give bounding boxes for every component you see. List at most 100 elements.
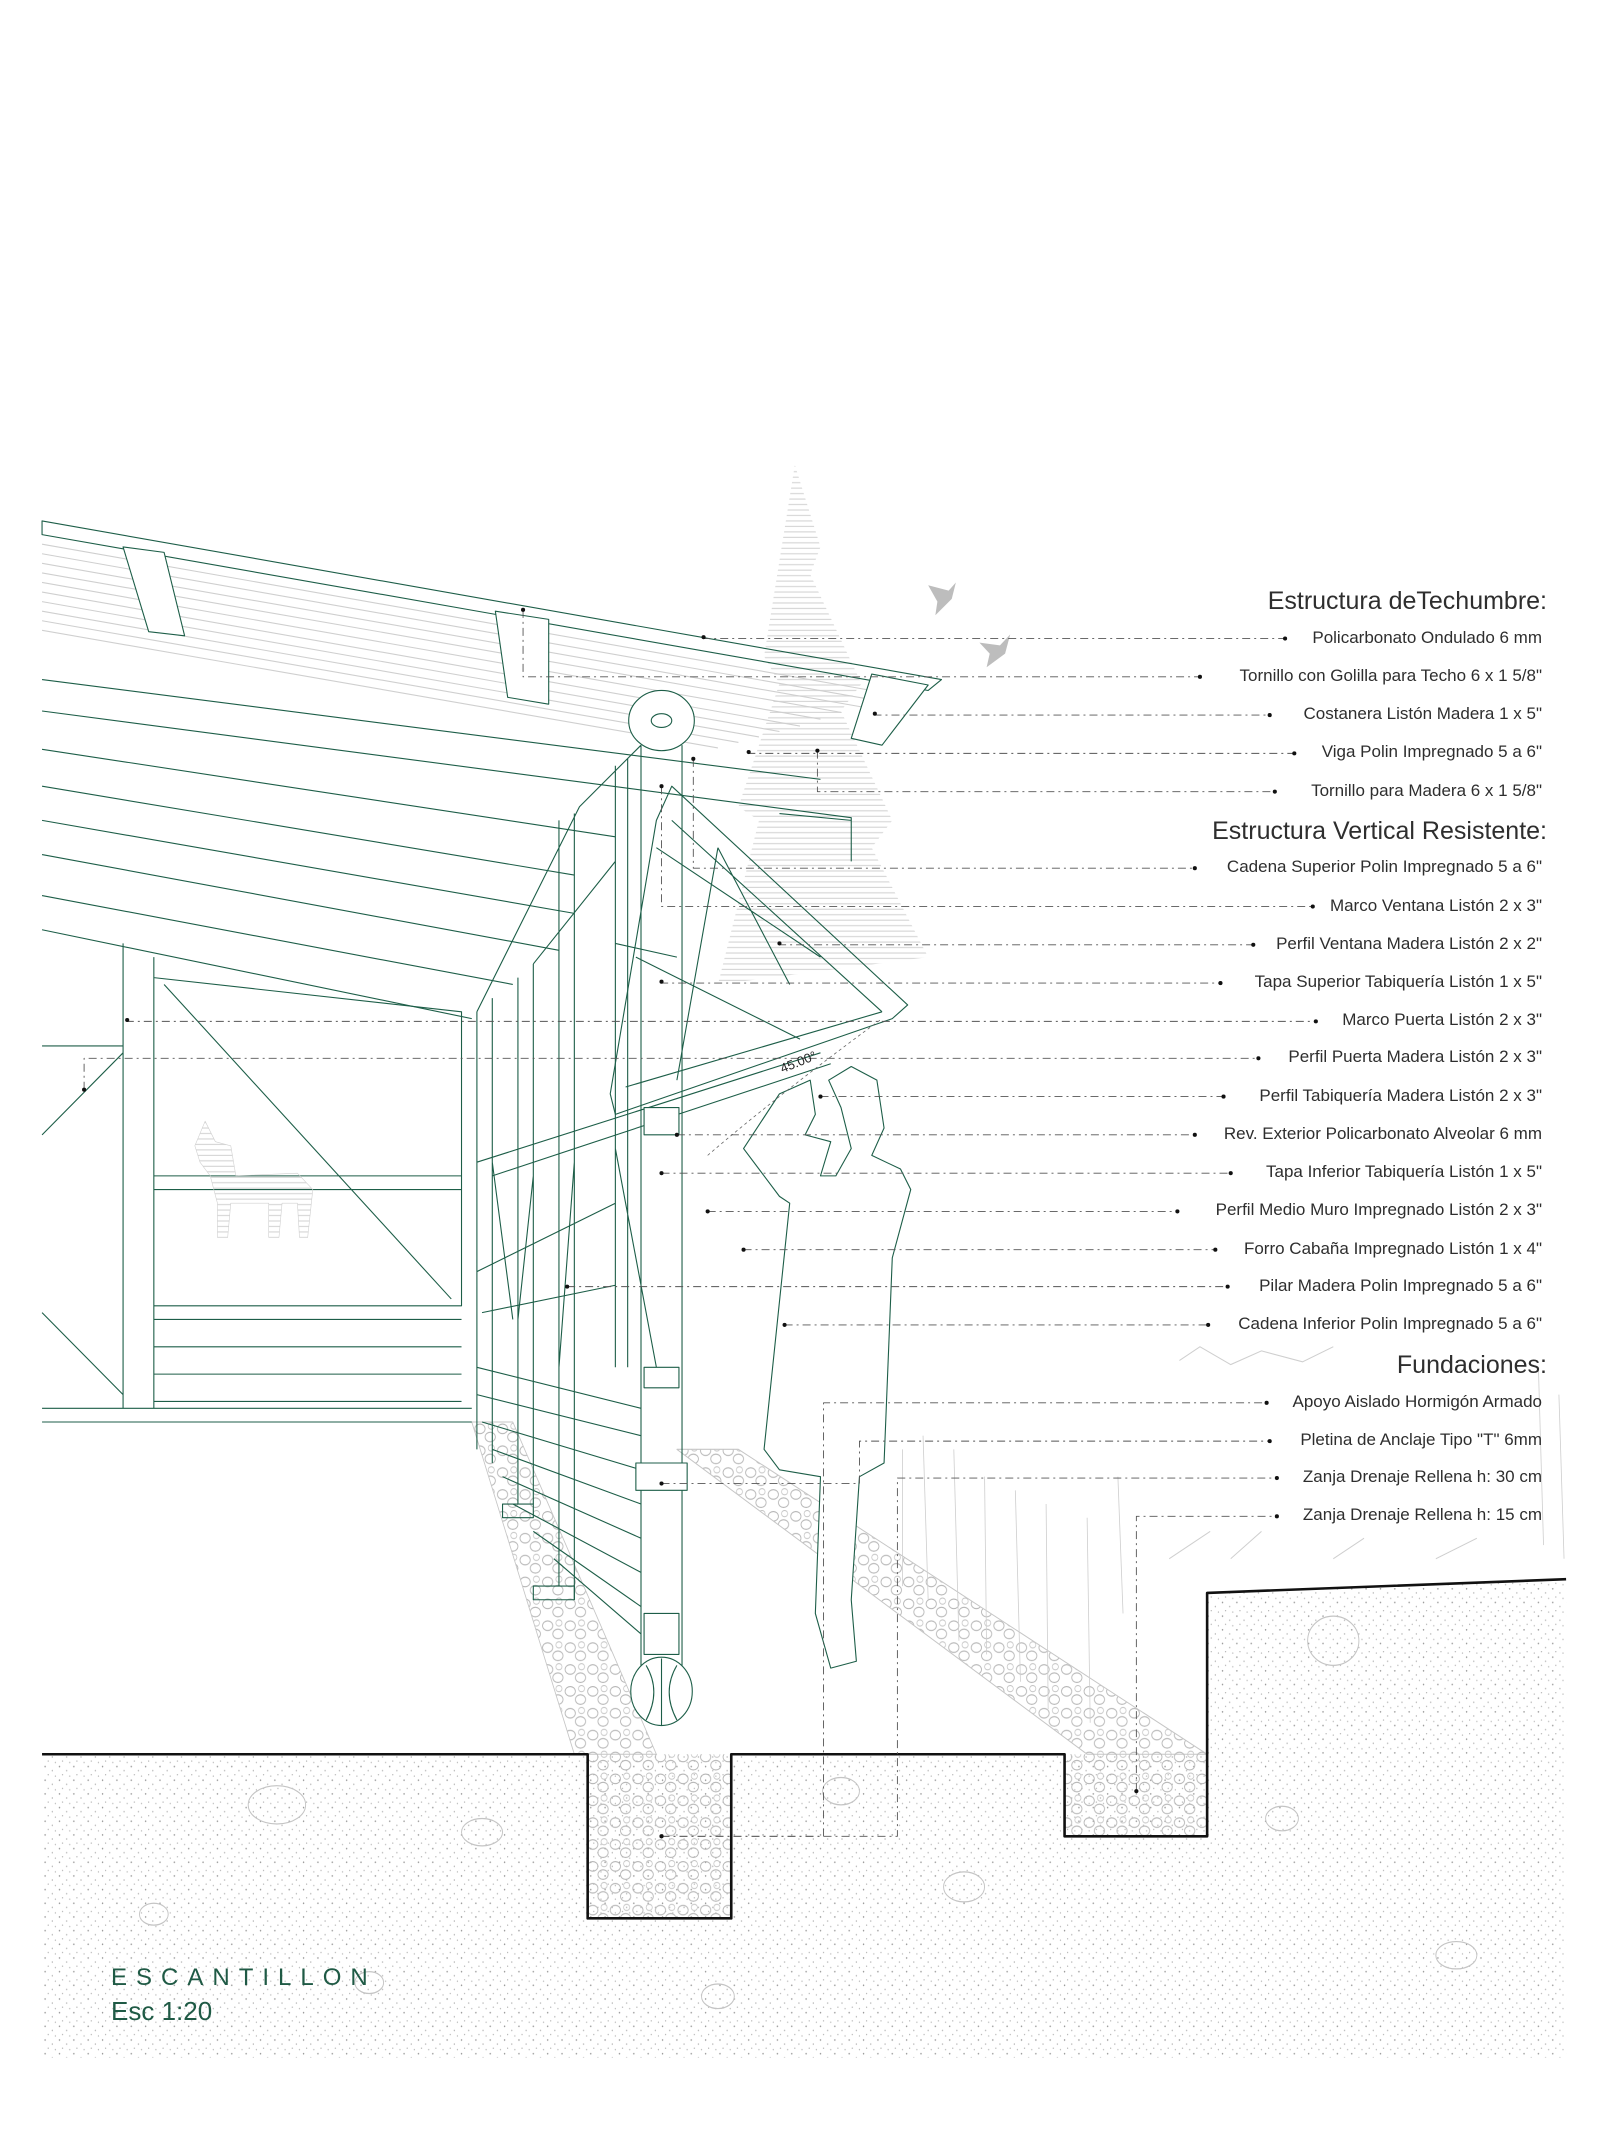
- callout-label: Perfil Tabiquería Madera Listón 2 x 3": [1259, 1085, 1542, 1105]
- callout-label: Perfil Medio Muro Impregnado Listón 2 x …: [1215, 1200, 1542, 1220]
- leader-dot: [1274, 1514, 1279, 1519]
- callout-label: Marco Puerta Listón 2 x 3": [1342, 1010, 1542, 1030]
- leader-dot: [1228, 1171, 1233, 1176]
- callout-label: Marco Ventana Listón 2 x 3": [1329, 895, 1542, 915]
- angle-dimension-arc: [708, 1019, 882, 1156]
- leader-dot: [1274, 1476, 1279, 1481]
- leader-dot: [1192, 866, 1197, 871]
- callout-label: Perfil Ventana Madera Listón 2 x 2": [1276, 933, 1542, 953]
- leader-dot: [1256, 1056, 1261, 1061]
- leader-dot: [1264, 1400, 1269, 1405]
- leader-line: [817, 751, 1274, 792]
- leader-dot: [674, 1132, 679, 1137]
- callout-label: Costanera Listón Madera 1 x 5": [1303, 704, 1543, 724]
- leader-dot: [1272, 789, 1277, 794]
- pillar-blocks: [636, 1108, 687, 1655]
- leader-line: [693, 759, 1195, 868]
- leader-line: [662, 1478, 1277, 1836]
- callout-label: Perfil Puerta Madera Listón 2 x 3": [1288, 1047, 1542, 1067]
- callout-label: Cadena Superior Polin Impregnado 5 a 6": [1226, 857, 1542, 877]
- callout-label: Pilar Madera Polin Impregnado 5 a 6": [1259, 1275, 1542, 1295]
- timber-structure: [42, 521, 941, 1726]
- person-figure: [744, 1066, 911, 1668]
- leader-line: [127, 1020, 1316, 1021]
- callout-label: Apoyo Aislado Hormigón Armado: [1292, 1391, 1542, 1411]
- leader-line: [523, 610, 1200, 677]
- leader-dot: [818, 1094, 823, 1099]
- leader-dot: [1225, 1284, 1230, 1289]
- callout-label: Pletina de Anclaje Tipo "T" 6mm: [1300, 1430, 1542, 1450]
- gravel-band-left: [471, 1421, 657, 1755]
- leader-dot: [125, 1017, 130, 1023]
- leader-line: [1136, 1516, 1277, 1791]
- bird-icon: [979, 634, 1011, 668]
- leader-dot: [1134, 1789, 1139, 1794]
- leader-dot: [701, 635, 706, 640]
- callout-label: Viga Polin Impregnado 5 a 6": [1321, 742, 1542, 762]
- ground-soil: [42, 1579, 1567, 2058]
- drainage-trench-15cm: [1064, 1754, 1208, 1837]
- window-flap: [610, 786, 907, 1114]
- tree-silhouette: [717, 464, 929, 985]
- callout-label: Zanja Drenaje Rellena h: 15 cm: [1302, 1505, 1542, 1525]
- leader-dot: [777, 941, 782, 946]
- leader-dot: [705, 1209, 710, 1214]
- leader-line: [875, 714, 1270, 715]
- dog-silhouette: [195, 1121, 313, 1237]
- roof-hatch: [41, 543, 903, 749]
- leader-dot: [1218, 981, 1223, 986]
- leader-line: [662, 982, 1221, 983]
- section-header: Estructura Vertical Resistente:: [1212, 817, 1547, 845]
- section-header: Estructura deTechumbre:: [1267, 587, 1547, 615]
- leader-dot: [1206, 1322, 1211, 1327]
- wall-siding: [477, 1367, 641, 1634]
- leader-line: [662, 1441, 1270, 1483]
- callout-label: Tornillo para Madera 6 x 1 5/8": [1311, 780, 1542, 800]
- leader-dot: [1267, 713, 1272, 718]
- leader-dot: [1192, 1132, 1197, 1137]
- gravel-band-right: [676, 1448, 1208, 1755]
- leader-dot: [815, 748, 820, 753]
- leader-dot: [659, 1481, 664, 1486]
- leader-dot: [782, 1322, 787, 1327]
- leader-dot: [1283, 636, 1288, 641]
- leader-dot: [691, 756, 696, 761]
- leader-dot: [659, 1834, 664, 1839]
- leader-dot: [1267, 1439, 1272, 1444]
- leader-dot: [659, 784, 664, 789]
- leader-dot: [565, 1284, 570, 1289]
- leader-dot: [521, 607, 526, 612]
- callout-label: Tapa Inferior Tabiquería Listón 1 x 5": [1265, 1162, 1542, 1182]
- leader-dot: [1213, 1247, 1218, 1252]
- callout-label: Policarbonato Ondulado 6 mm: [1312, 627, 1542, 647]
- callout-label: Rev. Exterior Policarbonato Alveolar 6 m…: [1223, 1123, 1542, 1143]
- leader-dot: [746, 749, 751, 755]
- vegetation: [902, 1346, 1565, 1723]
- roof-polycarbonate-sheet: [42, 521, 941, 691]
- roof-beams: [42, 680, 851, 1019]
- leader-lines: [82, 607, 1318, 1839]
- leader-dot: [659, 1171, 664, 1176]
- callout-label: Zanja Drenaje Rellena h: 30 cm: [1302, 1467, 1542, 1487]
- drawing-title: ESCANTILLON: [111, 1964, 377, 1991]
- leader-dot: [1197, 674, 1203, 679]
- left-wall-frame: [42, 943, 472, 1422]
- leader-line: [84, 1058, 1258, 1089]
- callout-label: Forro Cabaña Impregnado Listón 1 x 4": [1243, 1238, 1542, 1258]
- leader-dot: [1175, 1209, 1180, 1214]
- drawing-scale: Esc 1:20: [111, 1996, 213, 2026]
- soil-rocks: [139, 1615, 1478, 2010]
- leader-dot: [872, 711, 877, 716]
- callout-label: Cadena Inferior Polin Impregnado 5 a 6": [1238, 1313, 1542, 1333]
- leader-dot: [659, 979, 664, 984]
- leader-line: [662, 786, 1313, 906]
- leader-dot: [1251, 942, 1256, 947]
- leader-dot: [1313, 1019, 1318, 1024]
- top-log-section: [629, 690, 695, 750]
- leader-dot: [82, 1087, 87, 1092]
- leader-dot: [741, 1247, 746, 1252]
- leader-dot: [1221, 1094, 1226, 1099]
- bird-icon: [928, 582, 956, 616]
